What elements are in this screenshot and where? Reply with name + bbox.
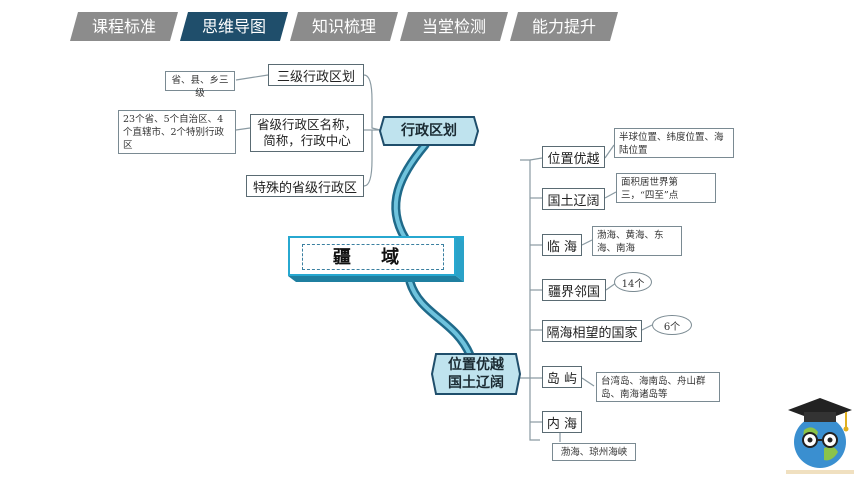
note-islands: 台湾岛、海南岛、舟山群岛、南海诸岛等 bbox=[596, 372, 720, 402]
box-provincial-names: 省级行政区名称，简称，行政中心 bbox=[250, 114, 364, 152]
box-sea-neighbors: 隔海相望的国家 bbox=[542, 320, 642, 342]
box-inland-sea: 内 海 bbox=[542, 411, 582, 433]
tab-ability-improvement[interactable]: 能力提升 bbox=[510, 12, 618, 41]
hub-bottom-shape bbox=[430, 353, 522, 395]
box-adjacent-seas: 临 海 bbox=[542, 234, 582, 256]
note-provincial-count: 23个省、5个自治区、4个直辖市、2个特别行政区 bbox=[118, 110, 236, 154]
hub-administrative-division: 行政区划 bbox=[401, 123, 457, 139]
center-topic-box: 疆 域 bbox=[288, 236, 466, 282]
tab-mind-map[interactable]: 思维导图 bbox=[180, 12, 288, 41]
box-border-neighbors: 疆界邻国 bbox=[542, 279, 606, 301]
bubble-sea-neighbor-count: 6个 bbox=[652, 315, 692, 335]
box-special-provincial: 特殊的省级行政区 bbox=[246, 175, 364, 197]
graduation-cap-globe-icon bbox=[786, 398, 854, 474]
box-territory: 国土辽阔 bbox=[542, 188, 605, 210]
center-topic-title: 疆 域 bbox=[332, 247, 412, 268]
bubble-neighbor-count: 14个 bbox=[614, 272, 652, 292]
tab-in-class-test[interactable]: 当堂检测 bbox=[400, 12, 508, 41]
note-territory: 面积居世界第三，“四至”点 bbox=[616, 173, 716, 203]
hub-location-territory: 位置优越 国土辽阔 bbox=[448, 357, 504, 391]
box-islands: 岛 屿 bbox=[542, 366, 582, 388]
tab-course-standard[interactable]: 课程标准 bbox=[70, 12, 178, 41]
note-location: 半球位置、纬度位置、海陆位置 bbox=[614, 128, 734, 158]
note-adjacent-seas: 渤海、黄海、东海、南海 bbox=[592, 226, 682, 256]
box-three-level-division: 三级行政区划 bbox=[268, 64, 364, 86]
box-location: 位置优越 bbox=[542, 146, 605, 168]
tab-knowledge-review[interactable]: 知识梳理 bbox=[290, 12, 398, 41]
note-inland-sea: 渤海、琼州海峡 bbox=[552, 443, 636, 461]
hub-top-shape bbox=[378, 116, 480, 146]
note-three-levels: 省、县、乡三级 bbox=[165, 71, 235, 99]
